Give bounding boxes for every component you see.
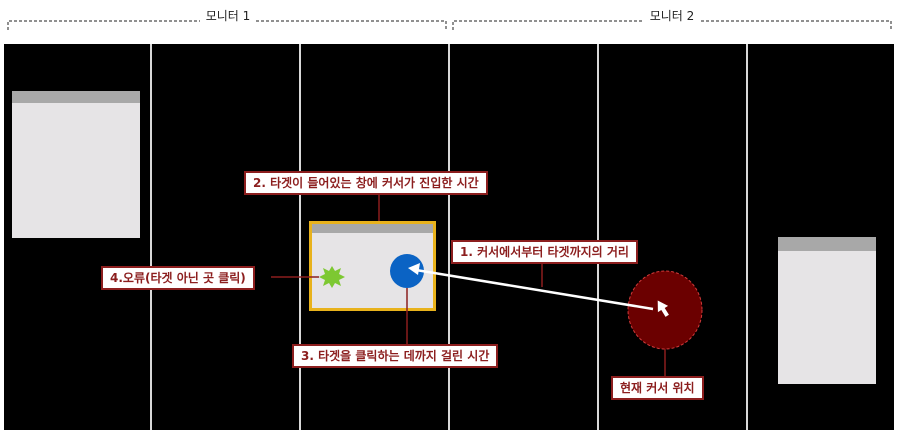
window-titlebar	[312, 224, 433, 233]
window-left	[12, 91, 140, 238]
column-divider	[299, 44, 301, 430]
error-burst-icon	[319, 266, 345, 288]
window-titlebar	[12, 91, 140, 103]
mouse-cursor-icon	[657, 300, 669, 317]
monitor-braces	[7, 20, 892, 30]
monitor-1-label: 모니터 1	[205, 9, 251, 23]
callout-click-time: 3. 타겟을 클릭하는 데까지 걸린 시간	[292, 344, 499, 368]
target-window	[309, 221, 436, 311]
target-circle-icon	[390, 254, 424, 288]
distance-arrowhead	[408, 263, 420, 275]
callout-distance: 1. 커서에서부터 타겟까지의 거리	[451, 240, 638, 264]
distance-line	[415, 268, 654, 311]
monitor-divider	[448, 44, 450, 430]
monitor-1-brace	[7, 20, 447, 30]
column-divider	[150, 44, 152, 430]
column-divider	[597, 44, 599, 430]
callout-enter-time: 2. 타겟이 들어있는 창에 커서가 진입한 시간	[244, 171, 488, 195]
window-right	[778, 237, 876, 384]
monitor-2-label: 모니터 2	[649, 9, 695, 23]
column-divider	[746, 44, 748, 430]
window-titlebar	[778, 237, 876, 251]
callout-cursor-position: 현재 커서 위치	[611, 376, 704, 400]
callout-error: 4.오류(타겟 아닌 곳 클릭)	[101, 266, 255, 290]
monitor-2-brace	[452, 20, 892, 30]
